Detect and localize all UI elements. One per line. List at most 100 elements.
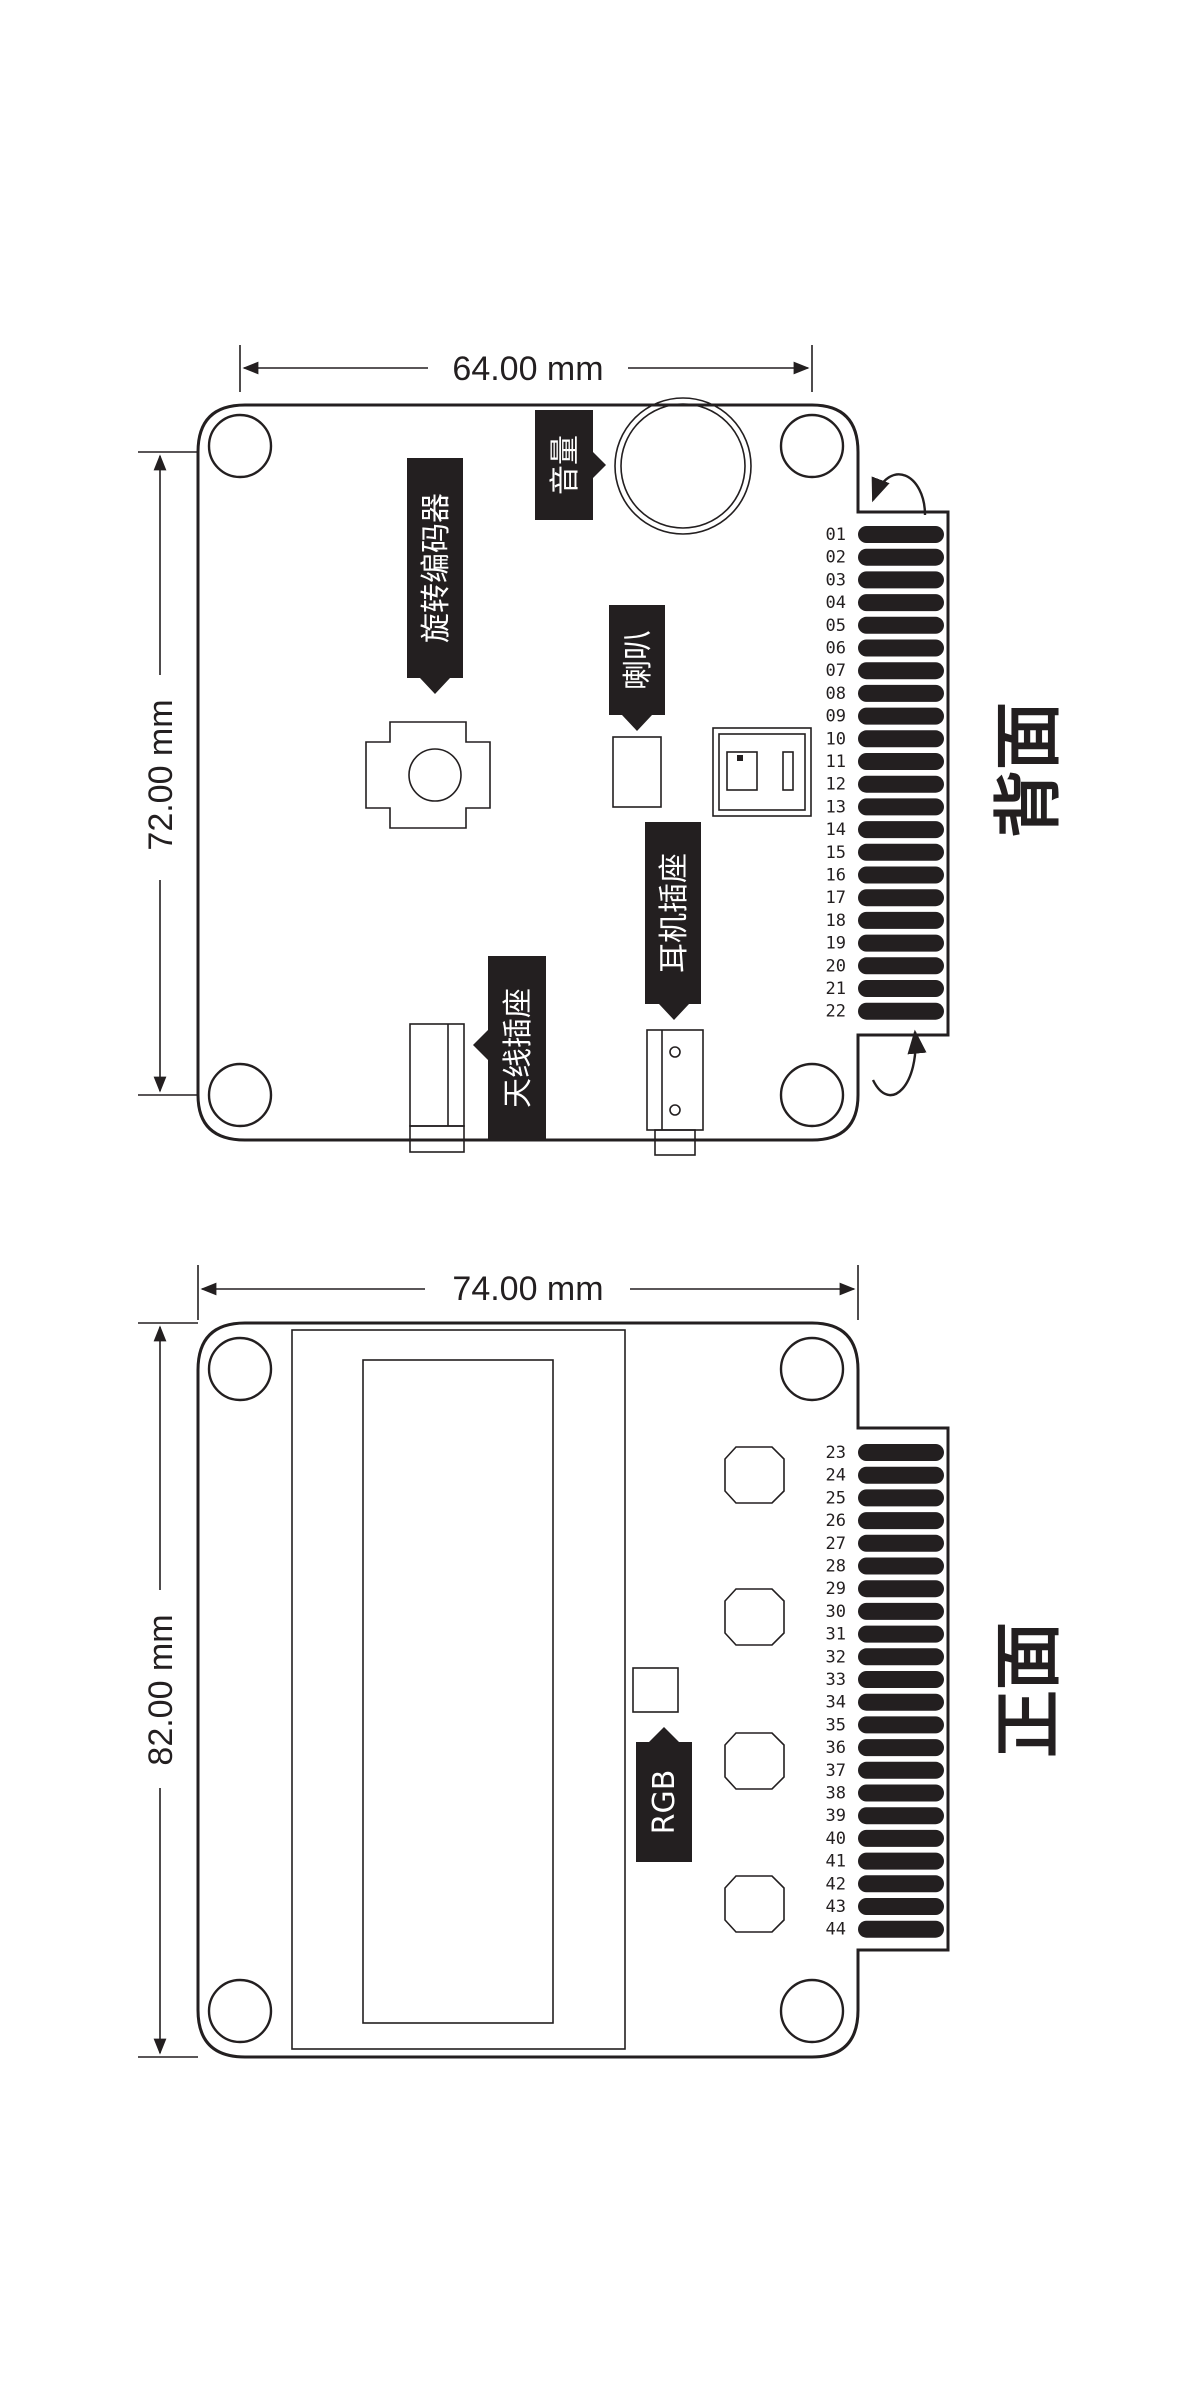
pin-number: 27 bbox=[826, 1534, 846, 1554]
lcd-module bbox=[291, 1329, 626, 2050]
mounting-hole bbox=[779, 1336, 845, 1402]
pin-12 bbox=[858, 775, 944, 793]
mounting-hole bbox=[207, 413, 273, 479]
pin-06 bbox=[858, 639, 944, 657]
button-a bbox=[724, 1446, 785, 1504]
antenna-socket-tag: 天线插座 bbox=[473, 956, 546, 1139]
pin-03 bbox=[858, 571, 944, 589]
headphone-jack-tag: 耳机插座 bbox=[645, 822, 701, 1020]
front-board-outline bbox=[196, 1321, 950, 2059]
pin-number: 01 bbox=[826, 525, 846, 545]
antenna-socket bbox=[409, 1023, 465, 1153]
pin-11 bbox=[858, 753, 944, 770]
back-pin-header: 0102030405060708091011121314151617181920… bbox=[826, 525, 944, 1022]
pin-40 bbox=[858, 1829, 944, 1847]
pin-27 bbox=[858, 1534, 944, 1552]
pin-number: 29 bbox=[826, 1579, 846, 1599]
pin-29 bbox=[858, 1580, 944, 1598]
volume-tag: 音量 bbox=[535, 410, 606, 520]
rotate-arrow-bottom bbox=[871, 1029, 927, 1097]
rgb-tag: RGB bbox=[636, 1727, 692, 1862]
pin-number: 30 bbox=[826, 1602, 846, 1622]
button-d bbox=[724, 1875, 785, 1933]
front-height-dimension: 82.00 mm bbox=[138, 1322, 198, 2058]
pin-30 bbox=[858, 1602, 944, 1620]
headphone-jack-label: 耳机插座 bbox=[657, 853, 692, 973]
pin-number: 03 bbox=[826, 570, 846, 590]
rgb-led bbox=[632, 1667, 679, 1713]
pin-35 bbox=[858, 1716, 944, 1734]
pin-24 bbox=[858, 1466, 944, 1484]
pin-number: 22 bbox=[826, 1002, 846, 1022]
rotary-encoder-label: 旋转编码器 bbox=[419, 493, 454, 643]
back-board-outline bbox=[196, 403, 950, 1142]
button-b bbox=[724, 1588, 785, 1646]
back-width-dimension: 64.00 mm bbox=[239, 345, 813, 392]
volume-label: 音量 bbox=[548, 435, 583, 495]
speaker-tag: 喇叭 bbox=[609, 605, 665, 731]
pin-number: 13 bbox=[826, 797, 846, 817]
pin-number: 25 bbox=[826, 1488, 846, 1508]
pin-08 bbox=[858, 684, 944, 702]
antenna-socket-label: 天线插座 bbox=[501, 988, 536, 1108]
pin-number: 10 bbox=[826, 729, 846, 749]
pin-20 bbox=[858, 957, 944, 975]
pin-14 bbox=[858, 821, 944, 839]
pin-25 bbox=[858, 1489, 944, 1507]
pin-10 bbox=[858, 730, 944, 748]
back-height-dimension: 72.00 mm bbox=[138, 451, 198, 1096]
mounting-hole bbox=[779, 1978, 845, 2044]
pin-05 bbox=[858, 616, 944, 634]
pin-01 bbox=[858, 526, 944, 543]
pin-number: 23 bbox=[826, 1443, 846, 1463]
pin-number: 11 bbox=[826, 752, 846, 772]
pin-number: 35 bbox=[826, 1715, 846, 1735]
rotate-arrow-top bbox=[871, 473, 927, 516]
pin-04 bbox=[858, 594, 944, 612]
pin-number: 41 bbox=[826, 1852, 846, 1872]
pin-17 bbox=[858, 889, 944, 907]
pin-38 bbox=[858, 1784, 944, 1802]
rotary-encoder bbox=[365, 721, 491, 829]
rgb-label: RGB bbox=[647, 1770, 682, 1835]
pin-number: 42 bbox=[826, 1874, 846, 1894]
headphone-jack bbox=[646, 1029, 704, 1156]
pin-number: 33 bbox=[826, 1670, 846, 1690]
back-width-label: 64.00 mm bbox=[452, 350, 603, 388]
pin-number: 20 bbox=[826, 956, 846, 976]
front-pin-header: 2324252627282930313233343536373839404142… bbox=[826, 1443, 944, 1940]
mounting-hole bbox=[779, 1062, 845, 1128]
lcd-screen bbox=[362, 1359, 554, 2024]
speaker-label: 喇叭 bbox=[621, 630, 656, 690]
pin-22 bbox=[858, 1002, 944, 1020]
pin-19 bbox=[858, 934, 944, 952]
mounting-hole bbox=[779, 413, 845, 479]
pin-number: 15 bbox=[826, 843, 846, 863]
pin-number: 32 bbox=[826, 1647, 846, 1667]
pin-number: 19 bbox=[826, 934, 846, 954]
pin-number: 37 bbox=[826, 1761, 846, 1781]
back-height-label: 72.00 mm bbox=[142, 699, 180, 850]
pin-number: 18 bbox=[826, 911, 846, 931]
mounting-hole bbox=[207, 1062, 273, 1128]
front-view-title: 正面 bbox=[990, 1622, 1069, 1758]
pin-number: 28 bbox=[826, 1557, 846, 1577]
pin-number: 06 bbox=[826, 639, 846, 659]
pin-15 bbox=[858, 843, 944, 861]
button-c bbox=[724, 1732, 785, 1790]
pin-31 bbox=[858, 1625, 944, 1643]
pin-41 bbox=[858, 1852, 944, 1870]
pin-number: 31 bbox=[826, 1625, 846, 1645]
pin-16 bbox=[858, 866, 944, 884]
pin-number: 24 bbox=[826, 1466, 846, 1486]
back-view: 64.00 mm 72.00 mm 音量 bbox=[138, 345, 1069, 1156]
speaker bbox=[612, 736, 662, 808]
pin-02 bbox=[858, 548, 944, 566]
pin-32 bbox=[858, 1648, 944, 1666]
pin-34 bbox=[858, 1693, 944, 1711]
pin-42 bbox=[858, 1875, 944, 1893]
pin-23 bbox=[858, 1444, 944, 1461]
volume-knob-inner bbox=[620, 403, 746, 529]
pin-number: 17 bbox=[826, 888, 846, 908]
